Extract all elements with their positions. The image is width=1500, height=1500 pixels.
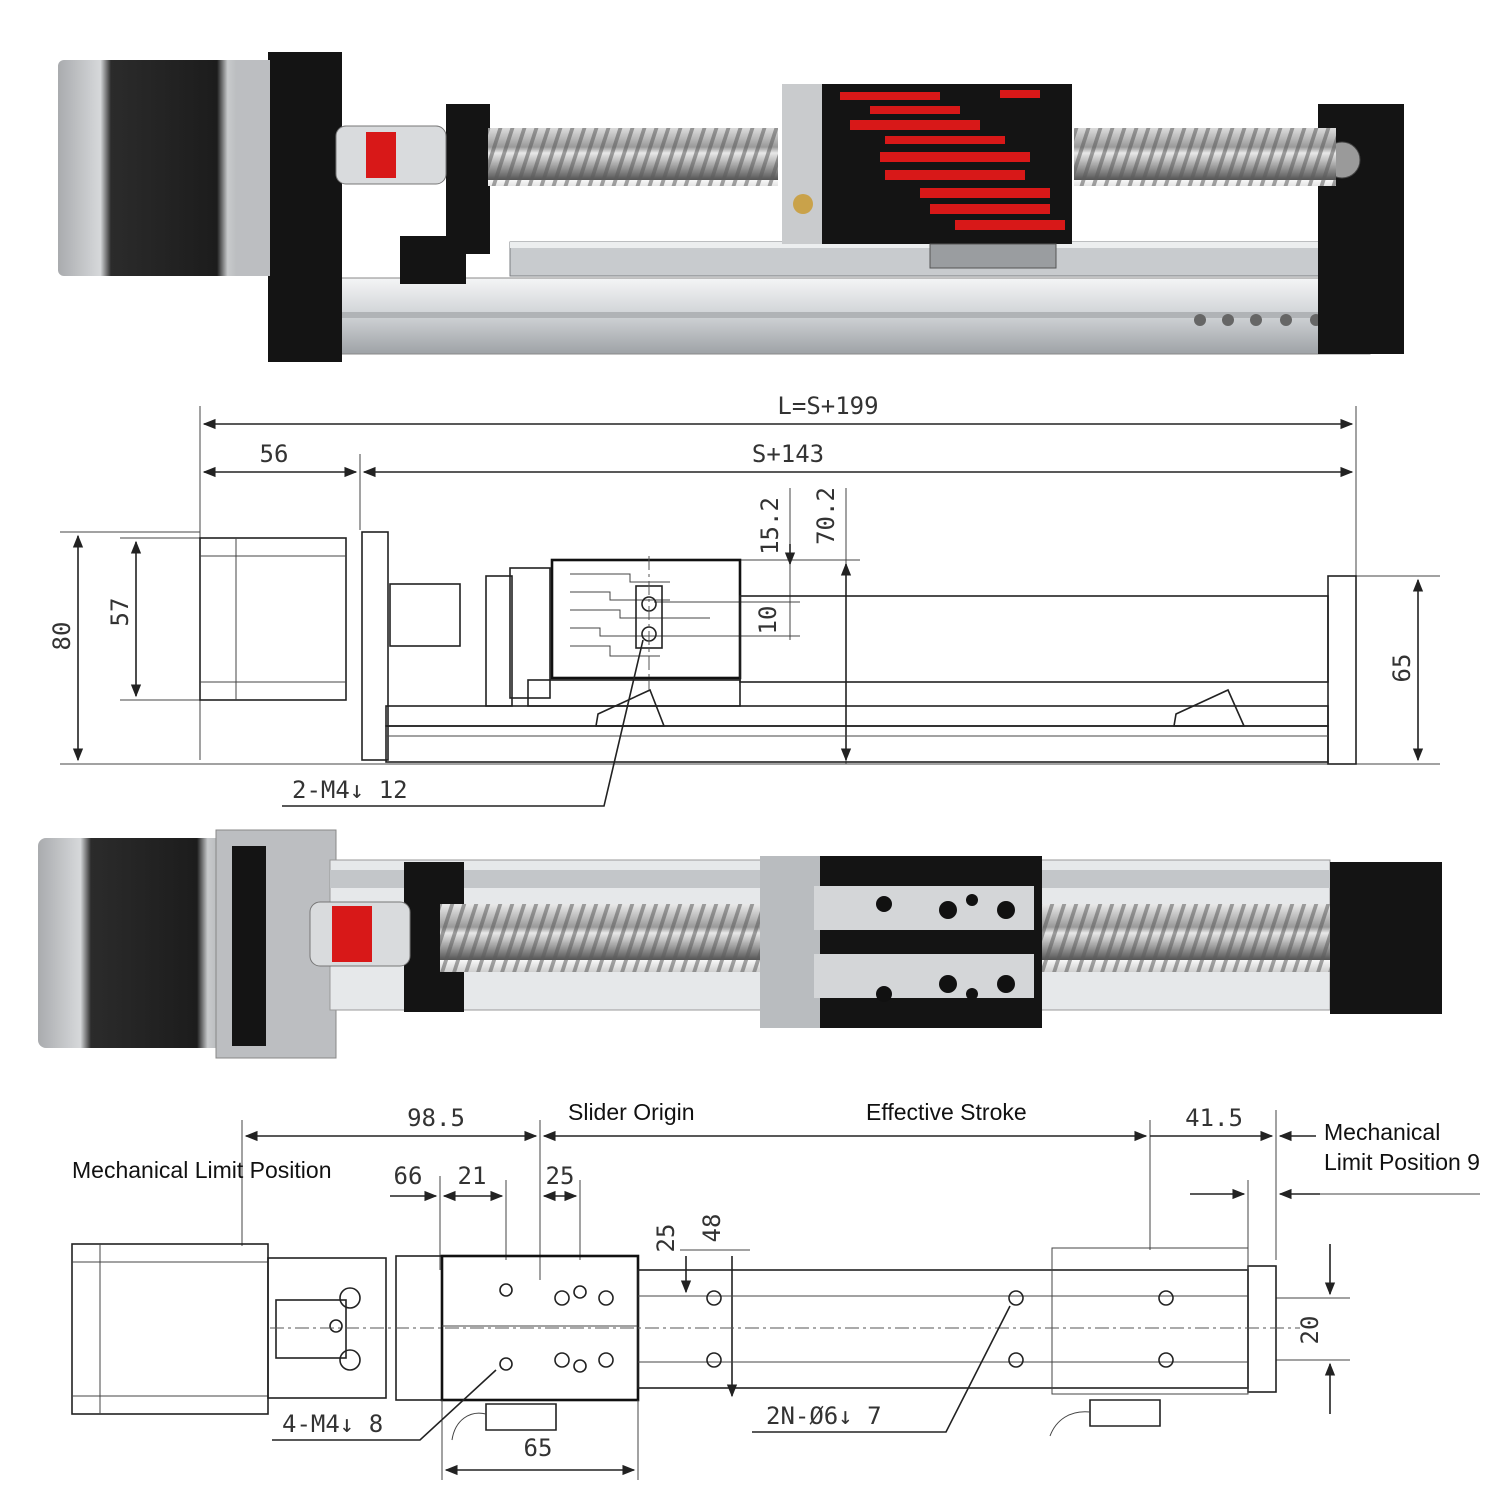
mech-limit-right-label-2: Limit Position 9: [1324, 1149, 1480, 1175]
slider-holes-top-label: 2-M4↓ 12: [292, 776, 408, 804]
effective-stroke-label: Effective Stroke: [866, 1099, 1027, 1125]
photo-top-view: [38, 829, 1442, 1059]
end-65-label: 65: [1388, 654, 1416, 683]
dim-10-label: 10: [754, 606, 782, 635]
dim-15-2-label: 15.2: [756, 497, 784, 555]
height-80-label: 80: [48, 622, 76, 651]
bearing-block-left: [446, 104, 490, 254]
dim-25-top-label: 25: [546, 1162, 575, 1190]
motor-length-label: 56: [260, 440, 289, 468]
stepper-motor-top: [38, 838, 250, 1048]
drawing-side-view: L=S+199 56 S+143 80 57 65 70.2 15.2 10: [48, 392, 1440, 807]
mech-limit-left-label: Mechanical Limit Position: [72, 1157, 332, 1183]
dim-25-side-label: 25: [652, 1224, 680, 1253]
dim-70-2-label: 70.2: [812, 487, 840, 545]
rail-holes-label: 2N-Ø6↓ 7: [766, 1402, 882, 1430]
slider-block-top: [806, 856, 1042, 1028]
slider-origin-label: Slider Origin: [568, 1099, 695, 1125]
red-pattern: [840, 90, 1065, 230]
overall-length-label: L=S+199: [777, 392, 878, 420]
dim-98-5-label: 98.5: [407, 1104, 465, 1132]
slider-holes-bottom-label: 4-M4↓ 8: [282, 1410, 383, 1438]
dim-66-label: 66: [394, 1162, 423, 1190]
dim-21-label: 21: [458, 1162, 487, 1190]
mech-limit-right-label-1: Mechanical: [1324, 1119, 1440, 1145]
body-length-label: S+143: [752, 440, 824, 468]
ball-screw: [488, 128, 778, 186]
dim-65-label: 65: [524, 1434, 553, 1462]
motor-end-plate: [268, 52, 342, 362]
dim-48-label: 48: [698, 1214, 726, 1243]
dim-41-5-label: 41.5: [1185, 1104, 1243, 1132]
motor-57-label: 57: [106, 598, 134, 627]
drawing-top-view: 98.5 Slider Origin Effective Stroke 41.5…: [71, 1099, 1480, 1480]
stepper-motor: [58, 60, 270, 276]
dim-20-label: 20: [1296, 1316, 1324, 1345]
photo-side-view: [58, 52, 1404, 362]
